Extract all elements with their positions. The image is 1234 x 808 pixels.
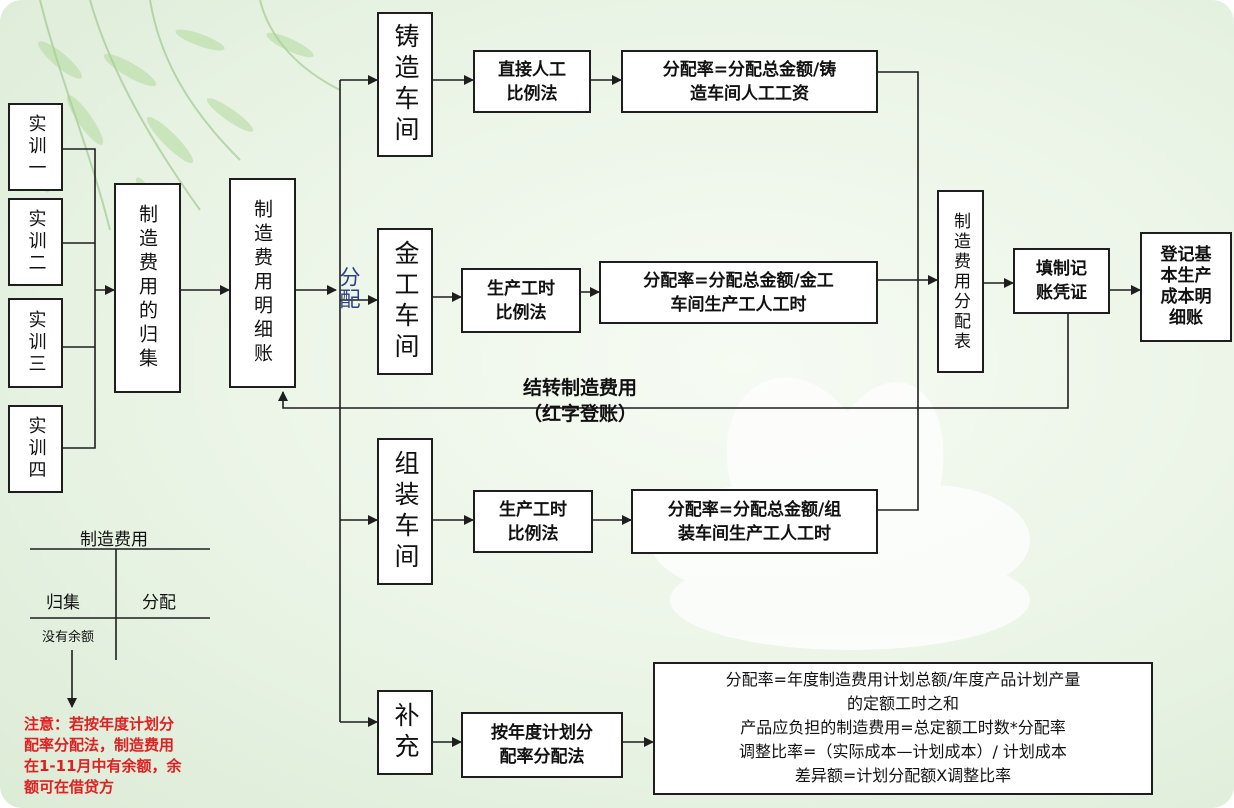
transfer-label-line-1: 结转制造费用 (522, 377, 637, 399)
alloc-table-box: 制造费用分配表 (937, 190, 984, 373)
allocate-label: 分配 (334, 266, 362, 314)
training-box-4: 实训四 (8, 405, 63, 493)
transfer-label: 结转制造费用 （红字登账） (460, 375, 700, 427)
collect-label: 制造费用的归集 (136, 204, 158, 372)
t-account-note: 没有余额 (42, 630, 95, 645)
formula-line-3: 产品应负担的制造费用=总定额工时数*分配率 (740, 718, 1066, 737)
warning-note: 注意：若按年度计划分 配率分配法，制造费用 在1-11月中有余额，余 额可在借贷… (24, 715, 182, 796)
workshop-metal-label: 金工车间 (391, 239, 420, 364)
voucher-box: 填制记 账凭证 (1013, 248, 1110, 314)
workshop-casting-label: 铸造车间 (391, 22, 420, 147)
formula-line-2: 的定额工时之和 (846, 694, 959, 713)
t-account-right: 分配 (142, 593, 176, 613)
workshop-metal-box: 金工车间 (377, 228, 433, 375)
register-label: 登记基 本生产 成本明 细账 (1160, 245, 1212, 328)
training-box-4-label: 实训四 (25, 416, 47, 482)
method-metal-hours-label: 生产工时 比例法 (487, 278, 555, 323)
formula-line-5: 差异额=计划分配额X调整比率 (794, 766, 1012, 785)
rate-metal-box: 分配率=分配总金额/金工 车间生产工人工时 (599, 261, 878, 324)
ledger-box: 制造费用明细账 (229, 178, 296, 388)
alloc-table-label: 制造费用分配表 (950, 211, 970, 352)
rate-metal-label: 分配率=分配总金额/金工 车间生产工人工时 (643, 270, 834, 315)
training-box-2: 实训二 (8, 198, 63, 286)
workshop-supplement-label: 补充 (391, 701, 420, 764)
training-box-1: 实训一 (8, 103, 63, 191)
collect-box: 制造费用的归集 (114, 183, 181, 393)
method-annual-plan-label: 按年度计划分 配率分配法 (491, 723, 593, 767)
rate-assembly-box: 分配率=分配总金额/组 装车间生产工人工时 (631, 489, 878, 554)
method-direct-labor-label: 直接人工 比例法 (498, 59, 566, 104)
method-assembly-hours-box: 生产工时 比例法 (473, 490, 593, 553)
training-box-3-label: 实训三 (25, 310, 47, 376)
workshop-assembly-box: 组装车间 (377, 438, 433, 585)
method-assembly-hours-label: 生产工时 比例法 (499, 499, 567, 544)
method-metal-hours-box: 生产工时 比例法 (461, 268, 581, 333)
formula-box: 分配率=年度制造费用计划总额/年度产品计划产量 的定额工时之和 产品应负担的制造… (653, 662, 1153, 795)
t-account-title: 制造费用 (80, 530, 148, 550)
method-annual-plan-box: 按年度计划分 配率分配法 (461, 712, 623, 778)
training-box-1-label: 实训一 (25, 114, 47, 180)
workshop-supplement-box: 补充 (377, 690, 433, 775)
register-box: 登记基 本生产 成本明 细账 (1140, 232, 1232, 342)
formula-line-1: 分配率=年度制造费用计划总额/年度产品计划产量 (725, 670, 1081, 689)
method-direct-labor-box: 直接人工 比例法 (473, 50, 591, 113)
t-account-left: 归集 (46, 593, 80, 613)
rate-assembly-label: 分配率=分配总金额/组 装车间生产工人工时 (667, 499, 842, 544)
training-box-2-label: 实训二 (25, 209, 47, 275)
ledger-label: 制造费用明细账 (251, 199, 273, 367)
allocate-label-text: 分配 (337, 266, 361, 310)
transfer-label-line-2: （红字登账） (522, 403, 637, 425)
workshop-casting-box: 铸造车间 (377, 12, 433, 157)
rate-casting-box: 分配率=分配总金额/铸 造车间人工工资 (621, 50, 878, 113)
workshop-assembly-label: 组装车间 (391, 449, 420, 574)
training-box-3: 实训三 (8, 298, 63, 388)
rate-casting-label: 分配率=分配总金额/铸 造车间人工工资 (662, 59, 837, 104)
voucher-label: 填制记 账凭证 (1036, 259, 1087, 303)
formula-line-4: 调整比率=（实际成本—计划成本）/ 计划成本 (739, 742, 1067, 761)
